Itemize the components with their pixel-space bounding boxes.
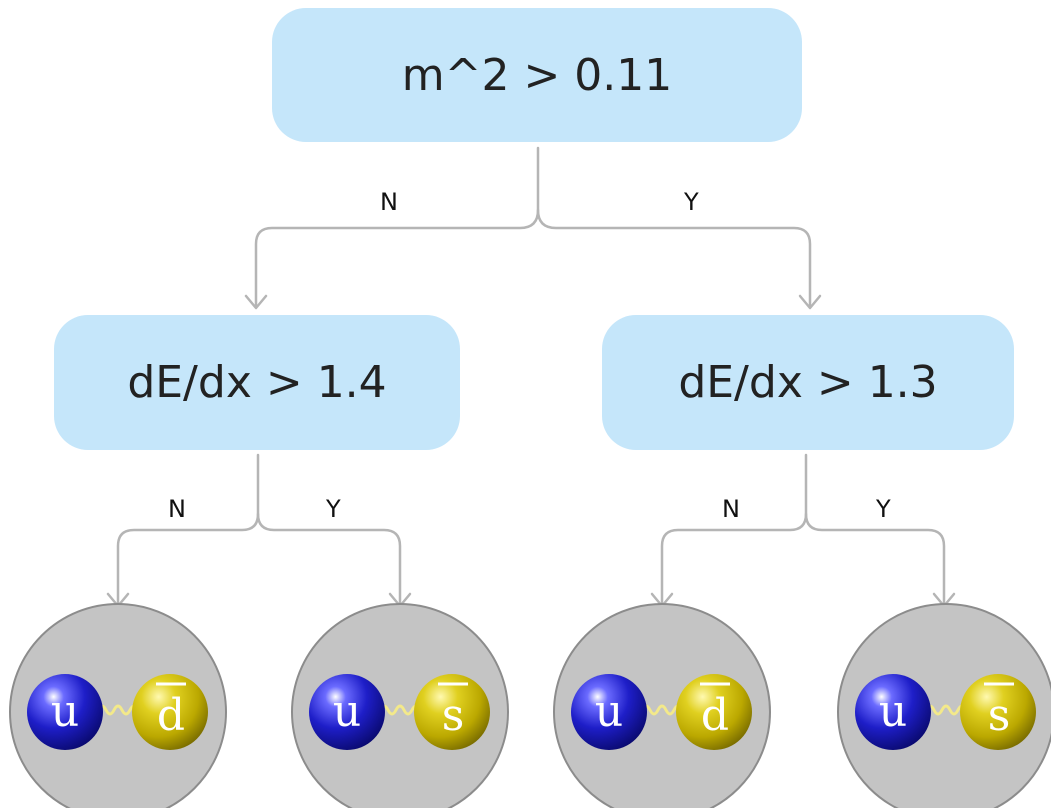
left-yes-branch-label: Y <box>326 495 341 523</box>
antiquark-sphere <box>676 674 752 750</box>
gluon-icon <box>924 704 968 716</box>
antiquark-label: d <box>157 690 185 741</box>
connector-left-yes <box>256 512 402 606</box>
root-decision-node: m^2 > 0.11 <box>272 8 802 142</box>
left-condition-label: dE/dx > 1.4 <box>127 357 387 408</box>
quark-label: u <box>333 686 361 737</box>
antiquark-sphere <box>414 674 490 750</box>
quark-label: u <box>51 686 79 737</box>
right-condition-label: dE/dx > 1.3 <box>678 357 938 408</box>
quark-label: u <box>879 686 907 737</box>
right-no-branch-label: N <box>722 495 740 523</box>
quark-sphere <box>27 674 103 750</box>
antiquark-sphere <box>960 674 1036 750</box>
arrowhead-root-yes <box>798 294 822 310</box>
gluon-icon <box>378 704 422 716</box>
connector-root-yes <box>536 208 812 308</box>
quark-sphere <box>571 674 647 750</box>
antiquark-label: s <box>442 690 465 741</box>
root-condition-label: m^2 > 0.11 <box>401 49 673 101</box>
antiquark-label: d <box>701 690 729 741</box>
quark-label: u <box>595 686 623 737</box>
root-yes-branch-label: Y <box>684 188 699 216</box>
antiquark-sphere <box>132 674 208 750</box>
left-decision-node: dE/dx > 1.4 <box>54 315 460 450</box>
gluon-icon <box>96 704 140 716</box>
quark-sphere <box>309 674 385 750</box>
connector-root-no <box>254 146 540 308</box>
root-no-branch-label: N <box>380 188 398 216</box>
connector-left-no <box>116 453 260 606</box>
connector-right-yes <box>804 512 946 606</box>
right-decision-node: dE/dx > 1.3 <box>602 315 1014 450</box>
left-no-branch-label: N <box>168 495 186 523</box>
antiquark-label: s <box>988 690 1011 741</box>
right-yes-branch-label: Y <box>876 495 891 523</box>
connector-right-no <box>660 453 808 606</box>
quark-sphere <box>855 674 931 750</box>
gluon-icon <box>640 704 684 716</box>
arrowhead-root-no <box>244 294 268 310</box>
